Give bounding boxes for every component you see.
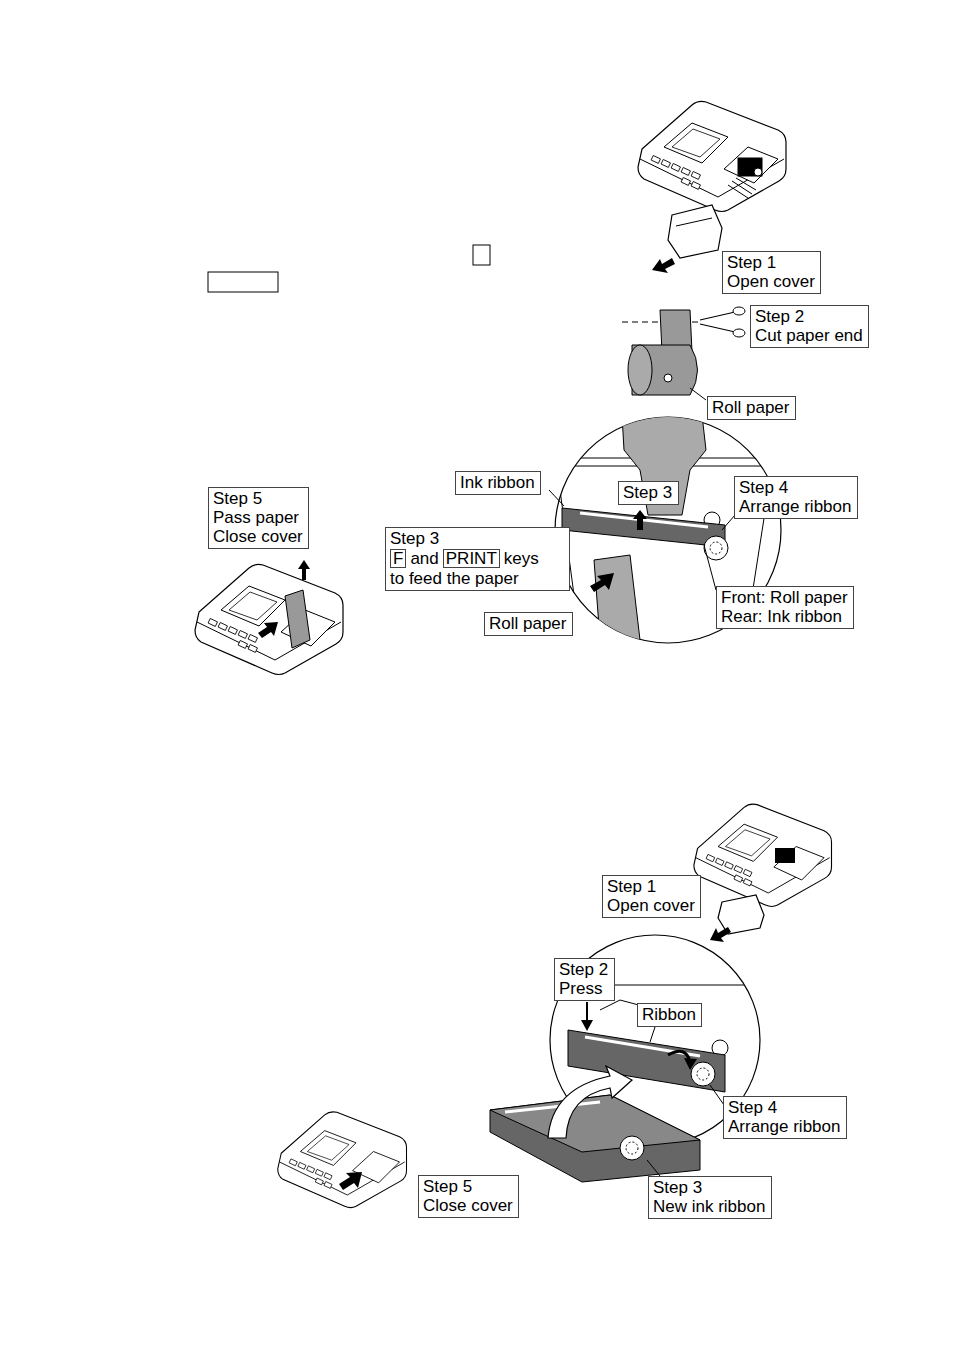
callout-text: and xyxy=(410,549,438,568)
callout-text: to feed the paper xyxy=(390,569,565,588)
callout-box: Roll paper xyxy=(484,612,573,636)
roll-paper xyxy=(594,555,640,640)
callout-text: Front: Roll paper xyxy=(721,588,849,607)
callout-text: Rear: Ink ribbon xyxy=(721,607,849,626)
printer-drawing xyxy=(278,1112,407,1208)
blank-key-box xyxy=(473,245,490,265)
callout-box: Roll paper xyxy=(707,396,796,420)
leader-line xyxy=(710,1085,724,1105)
callout-box: Step 1 Open cover xyxy=(602,875,701,918)
key-box: PRINT xyxy=(443,549,500,568)
callout-text: Step 3 xyxy=(623,483,674,502)
callout-box: Ink ribbon xyxy=(455,471,541,495)
leader-line xyxy=(647,1160,660,1176)
cover-edge xyxy=(676,218,712,226)
printer-drawing xyxy=(694,804,832,906)
scissor-handle xyxy=(733,329,745,337)
print-head xyxy=(738,158,762,176)
key-name: F xyxy=(393,550,403,567)
ribbon xyxy=(580,513,708,527)
ribbon-gear xyxy=(620,1136,644,1160)
callout-text: Ink ribbon xyxy=(460,473,536,492)
leader-line xyxy=(704,545,716,590)
ribbon-gear xyxy=(710,542,722,554)
scissor-blade xyxy=(700,312,735,320)
arrow xyxy=(652,258,675,273)
scissors xyxy=(700,307,745,337)
callout-text: Step 1 Open cover xyxy=(727,253,816,291)
roll-core xyxy=(664,374,672,382)
ribbon xyxy=(505,1102,600,1112)
cover-drawer xyxy=(718,895,764,934)
key-box: F xyxy=(390,549,406,568)
ribbon-gear xyxy=(697,1068,709,1080)
callout-text: Ribbon xyxy=(642,1005,697,1024)
insert-arrow xyxy=(548,1066,632,1138)
callout-box: Step 3and keysto feed the paper F PRINT xyxy=(385,527,570,591)
callout-box: Front: Roll paperRear: Ink ribbon xyxy=(716,586,854,629)
leader-line xyxy=(549,490,564,506)
callout-box: Step 3 xyxy=(618,481,679,505)
callout-box: Step 2 Press xyxy=(554,958,615,1001)
printer-cable xyxy=(728,178,756,198)
arrow xyxy=(710,927,731,942)
ribbon-gear xyxy=(704,536,728,560)
printer-drawing xyxy=(638,101,786,211)
callout-text: Step 3 New ink ribbon xyxy=(653,1178,767,1216)
callout-text: keys xyxy=(504,549,539,568)
scissor-handle xyxy=(733,307,745,315)
callout-box: Step 4 Arrange ribbon xyxy=(723,1096,847,1139)
arrow xyxy=(586,1002,588,1022)
arrow xyxy=(581,1020,593,1031)
new-ribbon-cassette xyxy=(490,1095,700,1152)
printer-drawing xyxy=(195,564,343,674)
ribbon-gear xyxy=(691,1062,715,1086)
roll-end xyxy=(628,345,652,395)
ribbon-cassette xyxy=(562,508,725,547)
callout-box: Step 2 Cut paper end xyxy=(750,305,869,348)
paper-out xyxy=(285,590,310,648)
arrow xyxy=(339,1172,362,1190)
callout-text: Step 1 Open cover xyxy=(607,877,696,915)
arrow xyxy=(298,560,310,580)
arrow xyxy=(684,1058,697,1070)
callout-text: Step 2 Cut paper end xyxy=(755,307,864,345)
callout-text: Step 4 Arrange ribbon xyxy=(728,1098,842,1136)
callout-text: Step 5 Pass paper Close cover xyxy=(213,489,304,546)
arrow xyxy=(590,573,614,592)
callout-text: Roll paper xyxy=(489,614,568,633)
paper xyxy=(622,415,706,515)
callout-box: Step 1 Open cover xyxy=(722,251,821,294)
callout-box: Step 4 Arrange ribbon xyxy=(734,476,858,519)
printer-internals xyxy=(728,158,762,198)
print-head xyxy=(775,848,795,863)
callout-box: Step 5 Pass paper Close cover xyxy=(208,487,309,549)
callout-text: Roll paper xyxy=(712,398,791,417)
leader-line xyxy=(650,1027,655,1042)
key-name: PRINT xyxy=(446,550,497,567)
callout-box: Ribbon xyxy=(637,1003,702,1027)
cover-drawer xyxy=(668,205,722,258)
callout-text: Step 4 Arrange ribbon xyxy=(739,478,853,516)
callout-text: Step 5 Close cover xyxy=(423,1177,514,1215)
callout-box: Step 5 Close cover xyxy=(418,1175,519,1218)
callout-box: Step 3 New ink ribbon xyxy=(648,1176,772,1219)
ribbon-gear xyxy=(626,1142,638,1154)
zoom-contents xyxy=(545,985,770,1092)
new-ribbon-cassette xyxy=(490,1095,700,1182)
leader-line xyxy=(690,388,706,400)
blank-key-box xyxy=(208,272,278,292)
arrow xyxy=(258,622,278,638)
callout-text: Step 2 Press xyxy=(559,960,610,998)
scissor-blade xyxy=(700,324,735,332)
callout-text: Step 3 xyxy=(390,529,565,548)
ribbon-gear xyxy=(754,168,762,176)
arrow xyxy=(633,510,647,530)
